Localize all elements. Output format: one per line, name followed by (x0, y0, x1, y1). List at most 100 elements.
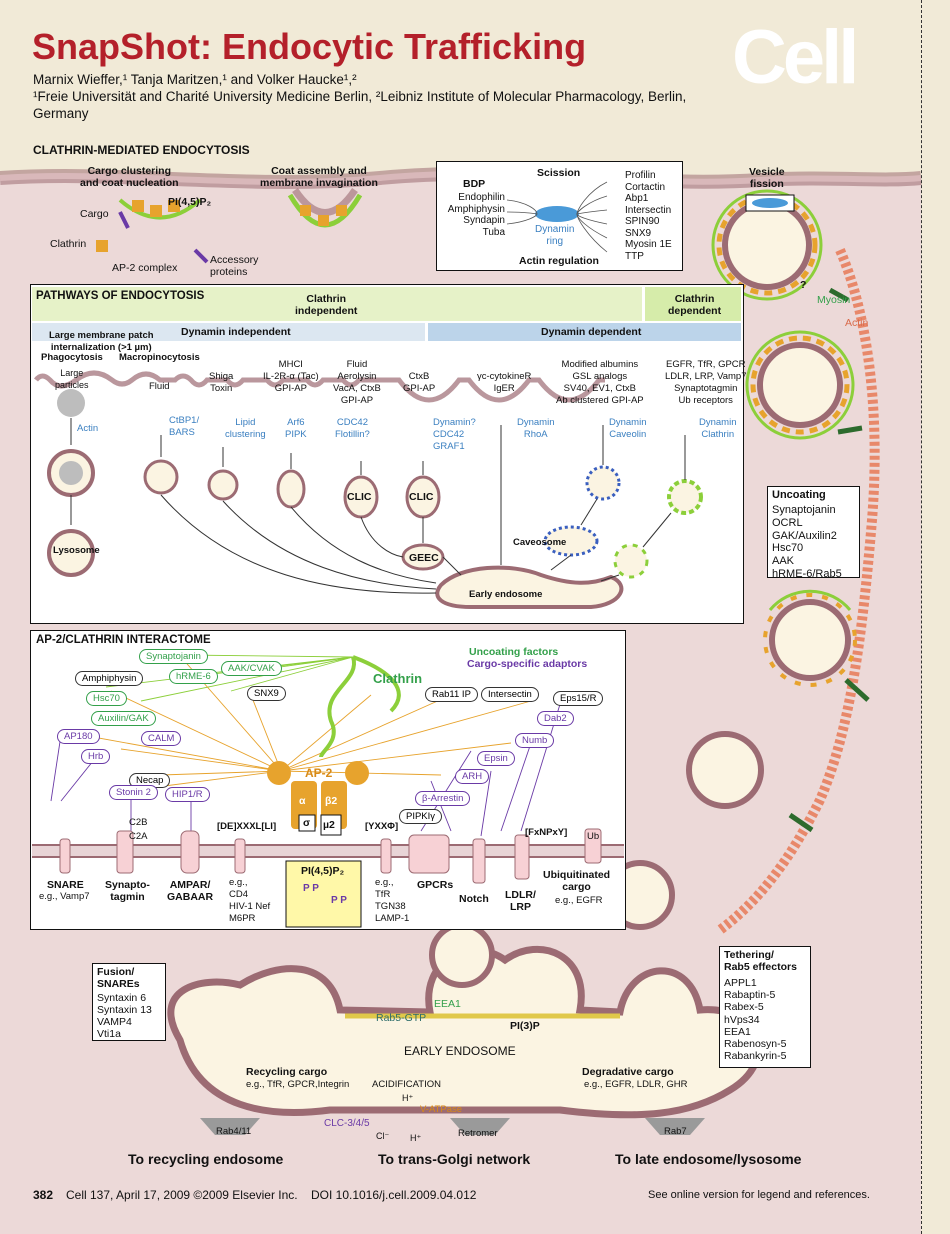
myosin-label: Myosin (817, 294, 851, 306)
pathways-panel: PATHWAYS OF ENDOCYTOSIS Clathrin indepen… (30, 284, 747, 624)
pip2-box-label: PI(4,5)P₂ (301, 865, 345, 877)
fusion-item: Vti1a (97, 1028, 121, 1040)
accessory-proteins-label: Accessory proteins (210, 254, 259, 278)
node-amphiphysin: Amphiphysin (75, 671, 144, 686)
tethering-item: Rabenosyn-5 (724, 1038, 787, 1051)
ubiquitinated-eg: e.g., EGFR (555, 895, 603, 906)
rab5gtp-label: Rab5-GTP (376, 1012, 427, 1024)
fusion-title: Fusion/ SNAREs (97, 966, 140, 990)
legend-adaptors: Cargo-specific adaptors (467, 658, 588, 670)
dyn-caveolin-label: Dynamin Caveolin (609, 417, 647, 440)
tethering-item: Rabaptin-5 (724, 989, 776, 1002)
ub-label: Ub (587, 831, 600, 842)
svg-text:P P: P P (303, 883, 319, 894)
mhci-label: MHCI IL-2R-α (Tac) GPI-AP (263, 359, 319, 394)
ubiquitinated-label: Ubiquitinated cargo (543, 869, 611, 893)
node-dab2: Dab2 (537, 711, 574, 726)
fluid-aerolysin-label: Fluid Aerolysin VacA, CtxB GPI-AP (333, 359, 381, 406)
node-aak: AAK/CVAK (221, 661, 282, 676)
pathways-art (32, 287, 741, 609)
coat-invagination-art (287, 188, 363, 228)
uncoating-box: Uncoating Synaptojanin OCRL GAK/Auxilin2… (767, 486, 860, 581)
arrow-recycling (200, 1118, 260, 1135)
regulator-item: SPIN90 (625, 216, 660, 227)
question-mark: ? (800, 279, 807, 291)
actin-regulation-title: Actin regulation (519, 255, 599, 267)
hplus-top: H⁺ (402, 1093, 414, 1103)
cl-label: Cl⁻ (376, 1131, 390, 1141)
node-synaptojanin: Synaptojanin (139, 649, 208, 664)
early-endosome-shape (167, 945, 762, 1119)
cargo-clustering-label: Cargo clustering and coat nucleation (80, 165, 179, 189)
node-hip1: HIP1/R (165, 787, 210, 802)
pathways-title: PATHWAYS OF ENDOCYTOSIS (36, 290, 205, 302)
vesicle-fission-label: Vesicle fission (749, 166, 785, 190)
regulator-item: Abp1 (625, 193, 649, 204)
ampar-label: AMPAR/ GABAAR (167, 879, 214, 903)
node-rab11ip: Rab11 IP (425, 687, 478, 702)
motif-dexxxl: [DE]XXXL[LI] (217, 821, 277, 832)
cme-section-title: CLATHRIN-MEDIATED ENDOCYTOSIS (33, 143, 250, 157)
large-particles-label: Large particles (55, 368, 89, 390)
arrow-tgn (450, 1118, 510, 1135)
c2b-label: C2B (129, 817, 148, 828)
regulator-item: Profilin (625, 170, 656, 181)
caveosome-label: Caveosome (513, 537, 567, 548)
interactome-art: P P P P (32, 654, 624, 928)
cut-line (921, 0, 922, 1234)
fusion-item: Syntaxin 6 (97, 992, 147, 1004)
recycling-cargo-label: Recycling cargo (246, 1066, 328, 1078)
to-trans-golgi: To trans-Golgi network (378, 1151, 531, 1167)
legend-uncoating: Uncoating factors (469, 646, 559, 658)
ap2-node-label: AP-2 (305, 766, 333, 780)
dynamin-q-label: Dynamin? CDC42 GRAF1 (433, 417, 476, 452)
c2a-label: C2A (129, 831, 148, 842)
coat-nucleation-art (96, 198, 209, 264)
v-atpase-label: V-ATPase (420, 1104, 463, 1115)
node-arrestin: β-Arrestin (415, 791, 471, 806)
node-pipki: PIPKIγ (399, 809, 443, 824)
clathrin-node-label: Clathrin (373, 671, 423, 686)
cdc42-label: CDC42 Flotillin? (335, 417, 370, 440)
actin-label: Actin (845, 317, 869, 329)
early-endosome-path-label: Early endosome (469, 589, 543, 600)
dynamin-independent-label: Dynamin independent (181, 326, 291, 338)
uncoating-item: AAK (772, 555, 795, 568)
geec-label: GEEC (409, 552, 439, 564)
node-hrb: Hrb (81, 749, 111, 764)
recycling-cargo-eg: e.g., TfR, GPCR,Integrin (246, 1079, 350, 1090)
node-numb: Numb (515, 733, 555, 748)
bdp-item: Tuba (482, 226, 505, 238)
coated-vesicle-2 (763, 589, 857, 687)
node-auxilin: Auxilin/GAK (91, 711, 156, 726)
uncoating-list: Synaptojanin OCRL GAK/Auxilin2 Hsc70 AAK… (772, 504, 842, 581)
ldlr-label: LDLR/ LRP (505, 889, 536, 913)
egfr-label: EGFR, TfR, GPCR LDLR, LRP, Vamp7 Synapto… (665, 359, 747, 406)
fusion-item: VAMP4 (97, 1016, 132, 1028)
fusion-list: Syntaxin 6 Syntaxin 13 VAMP4 Vti1a (97, 992, 152, 1040)
actin-filament (716, 248, 880, 934)
uncoating-item: GAK/Auxilin2 (772, 529, 837, 542)
gamma-label: γc-cytokineR IgER (477, 371, 532, 394)
regulator-item: TTP (625, 250, 644, 262)
online-note: See online version for legend and refere… (648, 1189, 870, 1201)
bdp-item: Amphiphysin (447, 203, 505, 215)
affiliations: ¹Freie Universität and Charité Universit… (33, 89, 687, 121)
tethering-title: Tethering/ Rab5 effectors (724, 949, 797, 973)
notch-label: Notch (459, 893, 489, 905)
clathrin-label: Clathrin (50, 238, 87, 250)
node-intersectin: Intersectin (481, 687, 539, 702)
eea1-label: EEA1 (434, 998, 461, 1010)
node-stonin2: Stonin 2 (109, 785, 158, 800)
arf6-label: Arf6 PIPK (285, 417, 307, 440)
sigma-label: σ (303, 817, 311, 829)
early-endosome-title: EARLY ENDOSOME (404, 1044, 516, 1058)
dynamin-ring-art (506, 181, 608, 253)
ctbp1-label: CtBP1/ BARS (169, 415, 200, 438)
tethering-item: APPL1 (724, 977, 757, 989)
dyn-clathrin-label: Dynamin Clathrin (699, 417, 737, 440)
hplus-bottom: H⁺ (410, 1133, 422, 1143)
bdp-list: Endophilin Amphiphysin Syndapin Tuba (443, 192, 505, 238)
motif-yxxphi: [YXXΦ] (365, 821, 399, 832)
